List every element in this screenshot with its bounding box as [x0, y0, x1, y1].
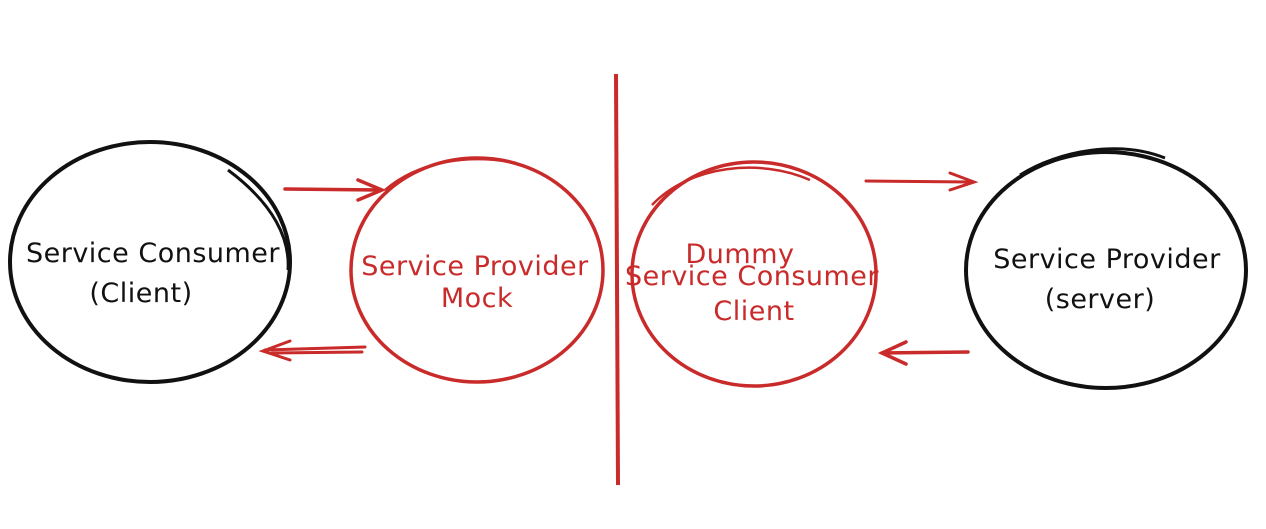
service-consumer-circle: [8, 140, 292, 384]
arrow-dummy-to-provider: [864, 171, 979, 192]
dummy-service-consumer-label-line3: Client: [713, 296, 794, 327]
arrow-dummy-to-provider-shaft: [864, 179, 974, 184]
dummy-service-consumer-label-line2: Service Consumer: [625, 261, 879, 292]
dummy-service-consumer-label-line1: Dummy: [686, 239, 795, 270]
dummy-service-consumer-circle-overdraw: [651, 166, 811, 206]
service-consumer-circle-overdraw: [227, 168, 290, 271]
arrow-consumer-to-mock-shaft: [283, 187, 382, 192]
arrow-mock-to-consumer: [258, 339, 367, 362]
arrow-consumer-to-mock-head: [356, 178, 387, 202]
arrow-dummy-to-provider-head: [948, 171, 979, 192]
arrow-consumer-to-mock: [283, 178, 387, 202]
service-consumer-label-line2: (Client): [89, 278, 192, 309]
dummy-service-consumer-node: Dummy Service Consumer Client: [625, 160, 879, 388]
service-provider-circle-overdraw: [1019, 147, 1166, 177]
service-provider-mock-label-line2: Mock: [441, 283, 513, 314]
arrow-mock-to-consumer-head: [258, 339, 292, 362]
arrow-mock-to-consumer-shaft: [263, 345, 367, 352]
service-provider-node: Service Provider (server): [964, 147, 1248, 390]
service-provider-mock-label-line1: Service Provider: [361, 251, 589, 282]
service-consumer-node: Service Consumer (Client): [8, 140, 292, 384]
service-provider-label-line1: Service Provider: [993, 244, 1221, 275]
arrow-provider-to-dummy-head: [877, 340, 908, 366]
arrow-provider-to-dummy: [877, 340, 970, 366]
service-provider-label-line2: (server): [1045, 284, 1156, 315]
service-provider-mock-circle-overdraw: [384, 157, 511, 191]
dummy-service-consumer-circle: [630, 160, 878, 388]
arrow-mock-to-consumer-shaft-2: [270, 350, 364, 355]
divider-line: [614, 73, 620, 486]
service-provider-circle: [964, 150, 1248, 390]
arrow-provider-to-dummy-shaft: [880, 350, 970, 355]
service-consumer-label-line1: Service Consumer: [26, 238, 280, 269]
service-provider-mock-node: Service Provider Mock: [349, 156, 605, 384]
